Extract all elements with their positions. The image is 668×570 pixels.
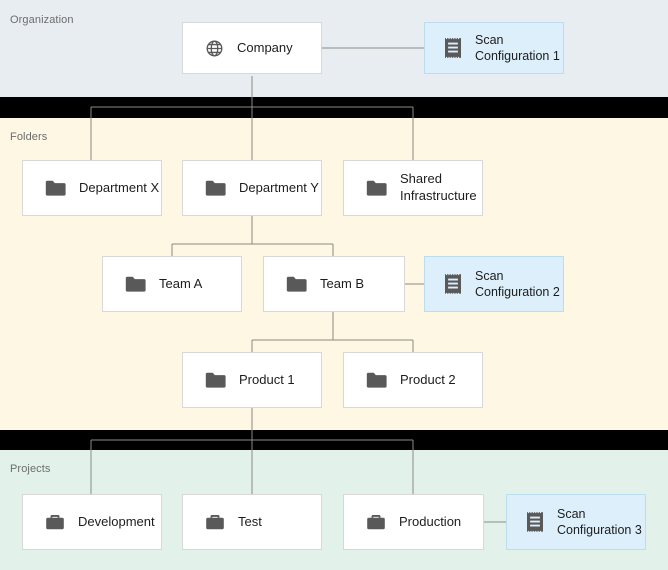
node-department-y-label: Department Y: [239, 179, 319, 195]
node-team-a[interactable]: Team A: [102, 256, 242, 312]
node-production-label: Production: [399, 513, 462, 529]
folder-icon: [286, 276, 307, 293]
node-test[interactable]: Test: [182, 494, 322, 550]
briefcase-icon: [205, 513, 225, 531]
band-label-organization: Organization: [10, 14, 74, 26]
node-department-x[interactable]: Department X: [22, 160, 162, 216]
scan-config-icon: [525, 511, 545, 533]
node-scan-configuration-1[interactable]: Scan Configuration 1: [424, 22, 564, 74]
node-scan-configuration-2[interactable]: Scan Configuration 2: [424, 256, 564, 312]
node-department-x-label: Department X: [79, 179, 160, 195]
node-development-label: Development: [78, 513, 155, 529]
folder-icon: [45, 180, 66, 197]
node-shared-infrastructure-label: Shared Infrastructure: [400, 171, 477, 203]
globe-icon: [205, 39, 224, 58]
folder-icon: [205, 372, 226, 389]
node-product-2-label: Product 2: [400, 371, 456, 387]
band-label-folders: Folders: [10, 131, 48, 143]
node-company[interactable]: Company: [182, 22, 322, 74]
scan-config-icon: [443, 273, 463, 295]
briefcase-icon: [366, 513, 386, 531]
node-product-1[interactable]: Product 1: [182, 352, 322, 408]
scan-config-icon: [443, 37, 463, 59]
node-team-b[interactable]: Team B: [263, 256, 405, 312]
node-scan-configuration-1-label: Scan Configuration 1: [475, 33, 560, 63]
node-scan-configuration-3-label: Scan Configuration 3: [557, 507, 642, 537]
node-scan-configuration-2-label: Scan Configuration 2: [475, 269, 560, 299]
folder-icon: [366, 180, 387, 197]
node-product-2[interactable]: Product 2: [343, 352, 483, 408]
node-team-a-label: Team A: [159, 275, 203, 291]
node-team-b-label: Team B: [320, 275, 365, 291]
band-label-projects: Projects: [10, 463, 51, 475]
node-scan-configuration-3[interactable]: Scan Configuration 3: [506, 494, 646, 550]
node-test-label: Test: [238, 513, 262, 529]
node-development[interactable]: Development: [22, 494, 162, 550]
folder-icon: [205, 180, 226, 197]
node-product-1-label: Product 1: [239, 371, 295, 387]
node-production[interactable]: Production: [343, 494, 484, 550]
node-shared-infrastructure[interactable]: Shared Infrastructure: [343, 160, 483, 216]
node-department-y[interactable]: Department Y: [182, 160, 322, 216]
folder-icon: [125, 276, 146, 293]
folder-icon: [366, 372, 387, 389]
briefcase-icon: [45, 513, 65, 531]
node-company-label: Company: [237, 39, 293, 55]
